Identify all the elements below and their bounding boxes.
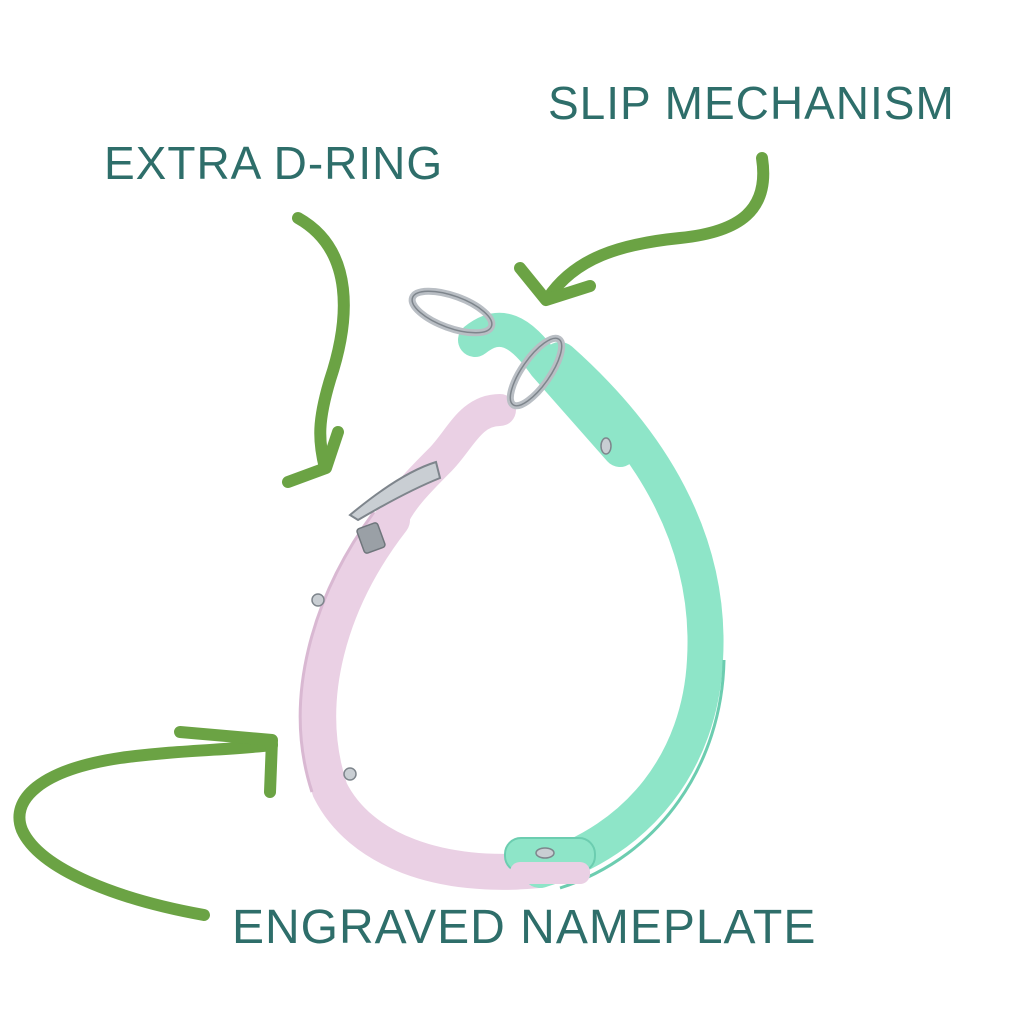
rivet-icon (343, 767, 357, 781)
collar-strap-pink-edge (298, 511, 376, 793)
collar-end-tab-pink (510, 862, 590, 884)
buckle-icon (356, 522, 386, 554)
slip-ring-icon-shadow (509, 337, 563, 407)
arrow-head-icon (282, 426, 344, 488)
arrow-head-icon (174, 726, 278, 798)
arrow-head-icon (514, 262, 596, 306)
slip-mechanism-label: SLIP MECHANISM (548, 77, 955, 129)
extra-d-ring-label: EXTRA D-RING (104, 137, 444, 189)
o-ring-icon-shadow (411, 290, 493, 334)
collar-strap-mint-edge (559, 659, 726, 890)
curved-arrow-icon (292, 212, 350, 474)
d-ring-icon (348, 460, 442, 522)
collar-strap-mint (522, 342, 724, 888)
collar-strap-pink (300, 502, 558, 890)
rivet-icon (311, 593, 325, 607)
pink-strap-upper (376, 394, 516, 536)
rivet-icon (535, 847, 555, 859)
curved-arrow-icon (13, 739, 278, 921)
engraved-nameplate-label: ENGRAVED NAMEPLATE (232, 901, 817, 954)
rivet-icon (600, 437, 612, 455)
curved-arrow-icon (542, 152, 770, 304)
